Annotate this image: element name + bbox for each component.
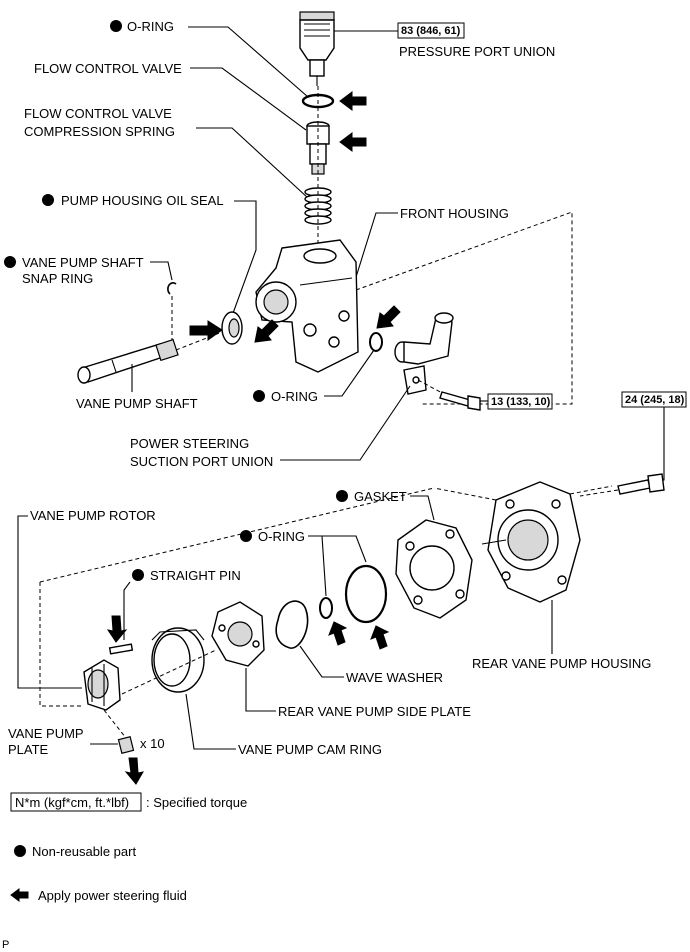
wave-washer-part (275, 600, 309, 649)
non-reusable-bullet-icon (240, 530, 252, 542)
non-reusable-bullet-icon (336, 490, 348, 502)
non-reusable-bullet-icon (132, 569, 144, 581)
legend-apply-fluid-icon (10, 888, 29, 902)
vane-pump-shaft-part (77, 338, 179, 384)
o-ring-mid-part (369, 332, 383, 352)
label-front-housing: FRONT HOUSING (400, 206, 509, 221)
apply-fluid-arrow-icon (376, 305, 401, 329)
pump-housing-oil-seal-part (221, 311, 243, 345)
label-vane-plate-line2: PLATE (8, 742, 49, 757)
apply-fluid-arrow-icon (339, 132, 367, 152)
label-vane-pump-shaft: VANE PUMP SHAFT (76, 396, 198, 411)
label-straight-pin: STRAIGHT PIN (150, 568, 241, 583)
label-o-ring-top: O-RING (127, 19, 174, 34)
vane-pump-rotor-part (83, 659, 121, 711)
front-housing-part (255, 239, 359, 373)
legend-apply-fluid-text: Apply power steering fluid (38, 888, 187, 903)
label-gasket: GASKET (354, 489, 407, 504)
o-ring-large-part (344, 564, 388, 624)
non-reusable-bullet-icon (42, 194, 54, 206)
gasket-part (395, 519, 473, 619)
straight-pin-part (108, 643, 134, 655)
fluid-indicator-arrow-icon (481, 539, 507, 545)
label-snap-ring-line1: VANE PUMP SHAFT (22, 255, 144, 270)
label-suction-line1: POWER STEERING (130, 436, 249, 451)
apply-fluid-arrow-icon (254, 319, 279, 343)
label-o-ring-mid: O-RING (271, 389, 318, 404)
label-rear-side-plate: REAR VANE PUMP SIDE PLATE (278, 704, 471, 719)
legend-non-reusable-text: Non-reusable part (32, 844, 136, 859)
label-cam-ring: VANE PUMP CAM RING (238, 742, 382, 757)
suction-port-union-part (394, 312, 454, 395)
pressure-port-union-part (299, 11, 335, 86)
apply-fluid-arrow-icon (370, 625, 390, 650)
apply-fluid-arrow-icon (124, 757, 144, 785)
rear-vane-pump-housing-part (487, 481, 581, 603)
o-ring-small-part (319, 597, 333, 619)
apply-fluid-arrow-icon (339, 91, 367, 111)
vane-pump-cam-ring-part (151, 627, 205, 693)
label-flow-control-valve: FLOW CONTROL VALVE (34, 61, 182, 76)
label-o-ring-lower: O-RING (258, 529, 305, 544)
apply-fluid-arrow-icon (189, 320, 223, 341)
footer-code: P (2, 939, 9, 951)
legend-non-reusable-icon (14, 845, 26, 857)
label-pump-housing-oil-seal: PUMP HOUSING OIL SEAL (61, 193, 224, 208)
vane-pump-plate-part (117, 736, 135, 754)
label-snap-ring-line2: SNAP RING (22, 271, 93, 286)
label-vane-plate-qty: x 10 (140, 736, 165, 751)
non-reusable-bullet-icon (4, 256, 16, 268)
torque-box-rear-bolt (621, 391, 687, 408)
legend-torque-box (10, 792, 142, 812)
rear-bolt-part (617, 473, 665, 495)
label-fcv-spring-line2: COMPRESSION SPRING (24, 124, 175, 139)
suction-bolt-part (439, 391, 481, 411)
label-wave-washer: WAVE WASHER (346, 670, 443, 685)
label-pressure-port-union: PRESSURE PORT UNION (399, 44, 555, 59)
snap-ring-part (167, 282, 177, 295)
non-reusable-bullet-icon (253, 390, 265, 402)
legend-torque-text: : Specified torque (146, 795, 247, 810)
rear-side-plate-part (211, 601, 265, 667)
non-reusable-bullet-icon (110, 20, 122, 32)
apply-fluid-arrow-icon (328, 621, 348, 646)
label-suction-line2: SUCTION PORT UNION (130, 454, 273, 469)
label-vane-pump-rotor: VANE PUMP ROTOR (30, 508, 156, 523)
torque-rear-bolt: 24 (245, 18) (625, 394, 685, 406)
label-vane-plate-line1: VANE PUMP (8, 726, 84, 741)
torque-suction-bolt: 13 (133, 10) (491, 396, 551, 408)
legend-torque-box-text: N*m (kgf*cm, ft.*lbf) (15, 795, 129, 810)
apply-fluid-arrow-icon (106, 615, 128, 643)
label-rear-vane-pump-housing: REAR VANE PUMP HOUSING (472, 656, 651, 671)
torque-pressure-port: 83 (846, 61) (401, 25, 461, 37)
label-fcv-spring-line1: FLOW CONTROL VALVE (24, 106, 172, 121)
